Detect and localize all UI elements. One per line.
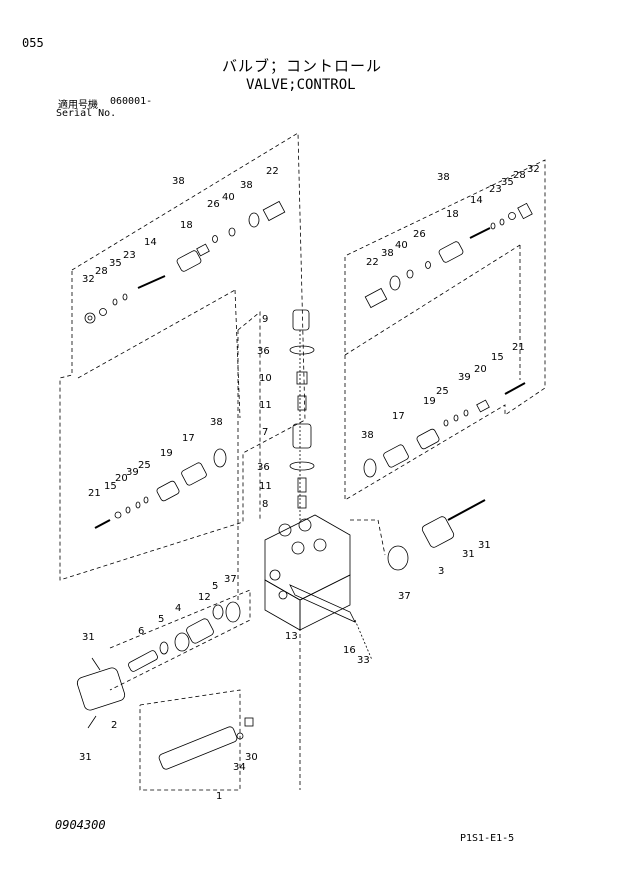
callout-38: 38 (210, 417, 223, 428)
callout-21: 21 (512, 342, 525, 353)
callout-35: 35 (109, 258, 122, 269)
lower-left-boundary (109, 589, 251, 691)
callout-18: 18 (180, 220, 193, 231)
callout-36: 36 (257, 462, 270, 473)
center-column-boundary (237, 311, 261, 520)
callout-4: 4 (175, 603, 181, 614)
callout-8: 8 (262, 499, 268, 510)
callout-9: 9 (262, 314, 268, 325)
serial-label-english: Serial No. (56, 108, 117, 119)
callout-7: 7 (262, 427, 268, 438)
callout-28: 28 (95, 266, 108, 277)
callout-11: 11 (259, 400, 272, 411)
callout-25: 25 (436, 386, 449, 397)
left-assembly-boundary (59, 132, 306, 581)
callout-15: 15 (104, 481, 117, 492)
callout-17: 17 (182, 433, 195, 444)
callout-31: 31 (478, 540, 491, 551)
callout-39: 39 (126, 467, 139, 478)
callout-20: 20 (115, 473, 128, 484)
page-reference: P1S1-E1-5 (460, 833, 515, 844)
callout-31: 31 (462, 549, 475, 560)
callout-33: 33 (357, 655, 370, 666)
callout-1: 1 (216, 791, 222, 802)
title-japanese: バルブ；コントロール (222, 57, 383, 75)
serial-label-japanese: 適用号機 (58, 100, 98, 111)
callout-15: 15 (491, 352, 504, 363)
callout-19: 19 (423, 396, 436, 407)
callout-40: 40 (395, 240, 408, 251)
callout-23: 23 (489, 184, 502, 195)
callout-18: 18 (446, 209, 459, 220)
callout-38: 38 (437, 172, 450, 183)
callout-17: 17 (392, 411, 405, 422)
callout-37: 37 (224, 574, 237, 585)
callout-13: 13 (285, 631, 298, 642)
callout-38: 38 (172, 176, 185, 187)
callout-23: 23 (123, 250, 136, 261)
callout-36: 36 (257, 346, 270, 357)
callout-5: 5 (212, 581, 218, 592)
callout-37: 37 (398, 591, 411, 602)
callout-6: 6 (138, 626, 144, 637)
callout-22: 22 (266, 166, 279, 177)
callout-22: 22 (366, 257, 379, 268)
callout-11: 11 (259, 481, 272, 492)
spool-boundary (139, 689, 241, 791)
callout-14: 14 (470, 195, 483, 206)
callout-10: 10 (259, 373, 272, 384)
callout-3: 3 (438, 566, 444, 577)
callout-5: 5 (158, 614, 164, 625)
page-number: 055 (22, 36, 44, 50)
callout-14: 14 (144, 237, 157, 248)
callout-25: 25 (138, 460, 151, 471)
callout-40: 40 (222, 192, 235, 203)
callout-39: 39 (458, 372, 471, 383)
callout-38: 38 (240, 180, 253, 191)
serial-value: 060001- (110, 96, 153, 107)
valve-body-shape (264, 514, 356, 631)
callout-19: 19 (160, 448, 173, 459)
callout-26: 26 (207, 199, 220, 210)
callout-32: 32 (527, 164, 540, 175)
callout-31: 31 (82, 632, 95, 643)
drawing-number: 0904300 (55, 818, 106, 832)
callout-20: 20 (474, 364, 487, 375)
callout-38: 38 (361, 430, 374, 441)
callout-38: 38 (381, 248, 394, 259)
title-english: VALVE;CONTROL (246, 77, 356, 93)
callout-16: 16 (343, 645, 356, 656)
callout-31: 31 (79, 752, 92, 763)
right-assembly-boundary (344, 159, 546, 501)
callout-labels: 38 26 40 38 22 18 14 23 35 28 32 38 32 2… (79, 164, 540, 802)
callout-26: 26 (413, 229, 426, 240)
callout-34: 34 (233, 762, 246, 773)
callout-28: 28 (513, 170, 526, 181)
callout-21: 21 (88, 488, 101, 499)
callout-35: 35 (501, 177, 514, 188)
callout-30: 30 (245, 752, 258, 763)
callout-2: 2 (111, 720, 117, 731)
callout-12: 12 (198, 592, 211, 603)
callout-32: 32 (82, 274, 95, 285)
